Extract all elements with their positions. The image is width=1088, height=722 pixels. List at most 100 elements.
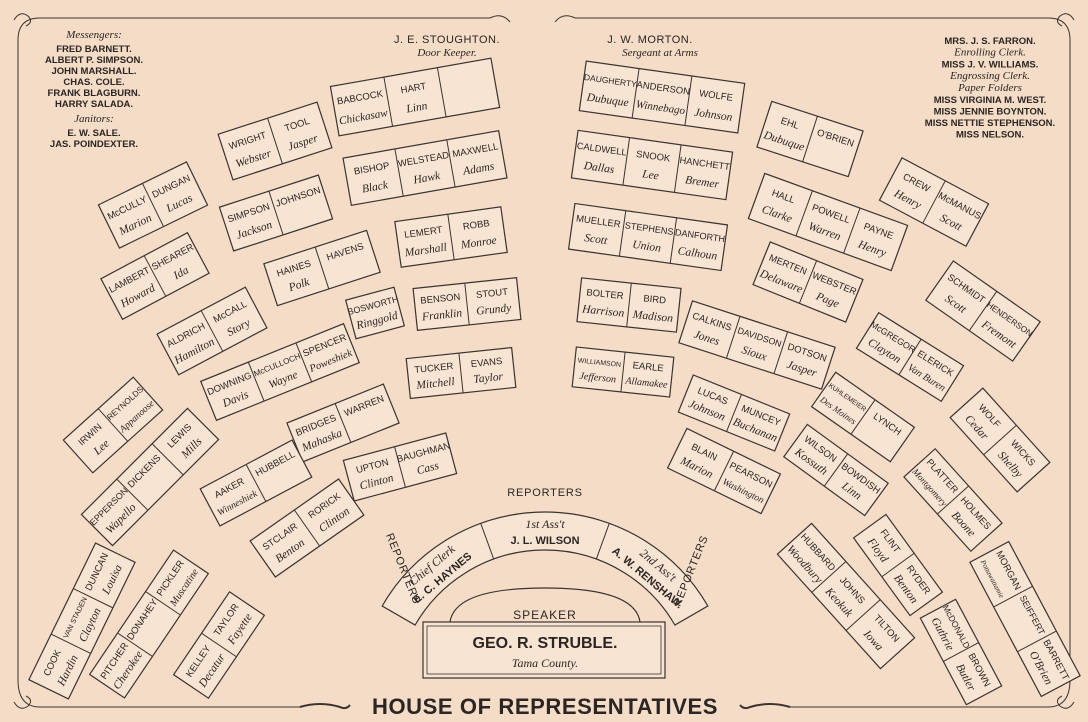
member-county: Allamakee [624, 375, 669, 391]
seat-block [28, 542, 136, 700]
seat-divider [314, 246, 330, 290]
seat-divider [97, 408, 129, 442]
seat-group-g43: MORGANPottawattamieSEIFFERTBARRETTO'Brie… [969, 540, 1081, 698]
seat-divider [293, 509, 321, 547]
member-name: LEMERT [404, 225, 444, 241]
seat-divider [802, 116, 818, 162]
seat-divider [773, 331, 789, 374]
messenger-name: FRANK BLAGBURN. [48, 88, 141, 99]
seat-divider [267, 118, 283, 164]
footer-title: HOUSE OF REPRESENTATIVES [372, 694, 718, 719]
seat-divider [116, 478, 149, 511]
seat-divider [811, 561, 847, 593]
seat-block [969, 540, 1081, 698]
member-county: Madison [631, 309, 674, 325]
seat-block [329, 57, 501, 137]
seat-group-g23: DAUGHERTYDubuqueANDERSONWinnebagoWOLFEJo… [578, 60, 746, 134]
seat-divider [200, 310, 224, 352]
footer-ornament-right [739, 703, 791, 710]
seat-divider [151, 443, 184, 476]
member-name: EARLE [632, 360, 664, 374]
seat-divider [795, 190, 813, 237]
messenger-name: ALBERT P. SIMPSON. [45, 55, 143, 66]
seat-block [88, 549, 210, 699]
seat-block [344, 286, 406, 340]
clerks-list: MRS. J. S. FARRON.Enrolling Clerk.MISS J… [925, 36, 1055, 141]
seat-divider [922, 180, 946, 224]
seat-divider [73, 588, 114, 609]
clerk-name: MRS. J. S. FARRON. [944, 36, 1035, 47]
seat-divider [843, 207, 861, 254]
member-name: BOLTER [586, 287, 624, 302]
seat-divider [684, 75, 693, 126]
seat-block [570, 129, 734, 201]
seat-divider [798, 260, 818, 304]
member-name: EVANS [470, 356, 502, 370]
member-county: Mitchell [415, 376, 455, 392]
member-county: Taylor [473, 371, 504, 386]
seat-divider [618, 210, 627, 257]
seat-group-g12: DOWNINGDavisMcCULLOCHWayneSPENCERPoweshi… [199, 322, 361, 422]
janitor-name: JAS. POINDEXTER. [50, 139, 138, 150]
sergeant-name: J. W. MORTON. [607, 34, 693, 46]
member-county: Grundy [476, 302, 513, 318]
seat-divider [937, 485, 969, 515]
member-county: Adams [461, 160, 495, 178]
seat-divider [713, 451, 735, 491]
seat-divider [850, 399, 876, 435]
member-county: Harrison [581, 303, 625, 319]
member-county: Union [632, 239, 662, 255]
seat-block [80, 407, 220, 547]
member-county: Lee [640, 168, 659, 182]
seat-divider [983, 424, 1017, 456]
seat-divider [145, 591, 181, 616]
messenger-name: HARRY SALADA. [55, 99, 133, 110]
member-name: BIRD [643, 293, 667, 306]
member-county: Franklin [420, 307, 463, 323]
member-name: BENSON [420, 292, 461, 307]
seat-divider [394, 446, 406, 488]
seat-divider [1017, 630, 1057, 653]
seat-divider [295, 342, 313, 383]
member-county: Calhoun [677, 245, 718, 262]
janitor-name: E. W. SALE. [67, 128, 120, 139]
member-name: WOLFE [699, 88, 734, 104]
seat-divider [458, 353, 464, 393]
clerk-name: MISS NETTIE STEPHENSON. [925, 118, 1055, 129]
member-name: WILLIAMSON [577, 357, 621, 368]
clerk-desk-name: J. L. WILSON [510, 535, 579, 547]
speaker-desk: SPEAKER GEO. R. STRUBLE. Tama County. [422, 587, 666, 679]
speaker-name: GEO. R. STRUBLE. [473, 635, 618, 652]
reporters-top-label: REPORTERS [507, 487, 582, 499]
member-county: Monroe [459, 235, 497, 252]
speaker-county: Tama County. [512, 656, 578, 670]
seat-divider [993, 585, 1033, 608]
seat-divider [142, 183, 164, 227]
seat-divider [334, 403, 352, 443]
member-county: Marshall [403, 242, 447, 260]
doorkeeper-title: Door Keeper. [416, 47, 476, 59]
seat-divider [268, 190, 284, 236]
seat-divider [943, 642, 979, 662]
member-county: Dallas [582, 160, 616, 176]
